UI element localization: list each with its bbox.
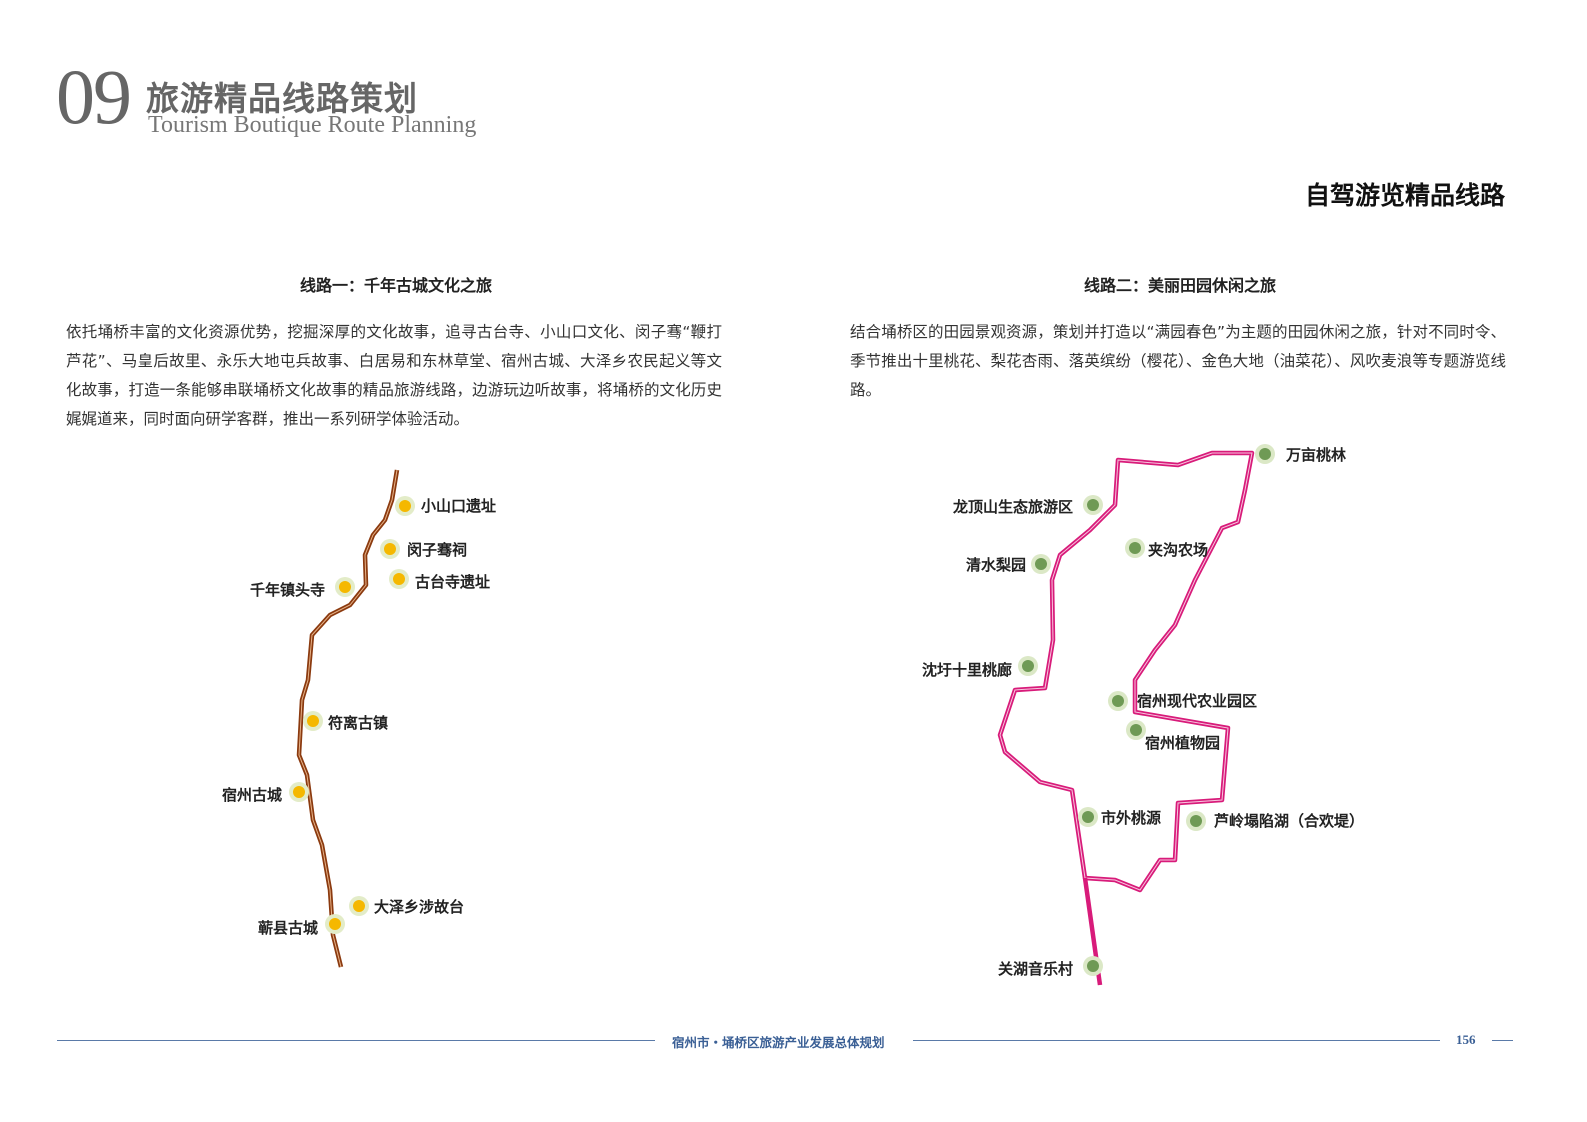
route1-stop-label: 小山口遗址	[421, 497, 497, 515]
chapter-number: 09	[56, 53, 132, 140]
route1-stop-label: 古台寺遗址	[415, 573, 491, 591]
route2-stop-marker	[1129, 542, 1141, 554]
chapter-title-en: Tourism Boutique Route Planning	[148, 112, 477, 138]
route2-stop-marker	[1082, 811, 1094, 823]
route1-map	[296, 469, 400, 968]
route2-stop-marker	[1190, 815, 1202, 827]
route1-stop-marker	[307, 715, 319, 727]
chapter-title-cn: 旅游精品线路策划	[146, 79, 418, 118]
route2-stop-label: 市外桃源	[1101, 809, 1162, 827]
route1-description: 依托埇桥丰富的文化资源优势，挖掘深厚的文化故事，追寻古台寺、小山口文化、闵子骞“…	[66, 323, 722, 428]
route2-stop-marker	[1035, 558, 1047, 570]
route2-stop-marker	[1022, 660, 1034, 672]
route2-stop-marker	[1087, 960, 1099, 972]
route2-stop-label: 宿州现代农业园区	[1137, 692, 1258, 710]
route1-stop-label: 符离古镇	[328, 714, 389, 732]
route2-stop-label: 龙顶山生态旅游区	[953, 498, 1074, 516]
route2-stop-marker	[1130, 724, 1142, 736]
route1-title: 线路一：千年古城文化之旅	[299, 276, 492, 295]
route1-stop-marker	[353, 900, 365, 912]
footer-title: 宿州市・埇桥区旅游产业发展总体规划	[672, 1035, 885, 1050]
route1-stop-marker	[339, 581, 351, 593]
route2-stop-label: 万亩桃林	[1286, 446, 1347, 464]
route1-stop-marker	[293, 786, 305, 798]
route2-stop-label: 清水梨园	[966, 556, 1027, 574]
route1-stop-label: 蕲县古城	[258, 919, 319, 937]
route2-stop-label: 宿州植物园	[1145, 734, 1221, 752]
route1-stop-marker	[329, 918, 341, 930]
footer-divider	[1492, 1040, 1513, 1041]
route2-stop-marker	[1259, 448, 1271, 460]
route2-stop-marker	[1112, 695, 1124, 707]
route2-description: 结合埇桥区的田园景观资源，策划并打造以“满园春色”为主题的田园休闲之旅，针对不同…	[850, 323, 1506, 399]
page-number: 156	[1456, 1032, 1476, 1047]
route1-stop-marker	[384, 543, 396, 555]
route1-stop-label: 宿州古城	[222, 786, 283, 804]
route2-stop-label: 芦岭塌陷湖（合欢堤）	[1214, 812, 1365, 830]
route1-stop-marker	[399, 500, 411, 512]
route2-stop-marker	[1087, 499, 1099, 511]
route2-title: 线路二：美丽田园休闲之旅	[1083, 276, 1276, 295]
footer-divider	[57, 1040, 655, 1041]
route1-stop-marker	[393, 573, 405, 585]
route2-map	[997, 450, 1255, 986]
section-title: 自驾游览精品线路	[1304, 181, 1505, 210]
route1-stop-label: 闵子骞祠	[407, 541, 468, 559]
route2-stop-label: 沈圩十里桃廊	[922, 661, 1013, 679]
footer-divider	[913, 1040, 1440, 1041]
route1-stop-label: 大泽乡涉故台	[374, 898, 465, 916]
route2-stop-label: 关湖音乐村	[998, 960, 1074, 978]
route1-stop-label: 千年镇头寺	[250, 581, 326, 599]
route2-stop-label: 夹沟农场	[1148, 541, 1209, 559]
